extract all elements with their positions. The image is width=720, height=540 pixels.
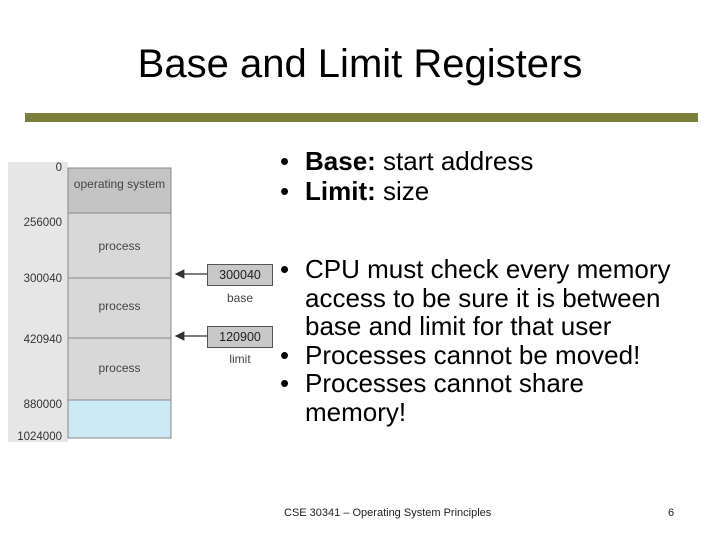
address-label: 300040 (23, 273, 62, 285)
address-label: 420940 (23, 334, 62, 346)
free-memory-segment (67, 399, 172, 439)
bullet-term: Base: (305, 146, 376, 176)
bullet-text: Processes cannot share memory! (305, 368, 584, 427)
limit-register-label: limit (229, 352, 251, 366)
bullet-item: • Processes cannot be moved! (280, 339, 695, 370)
page-number: 6 (668, 507, 675, 519)
process-segment-1 (67, 212, 172, 279)
bullet-item: • Processes cannot share memory! (280, 369, 665, 426)
process-label: process (98, 361, 141, 375)
title-rule (25, 113, 698, 122)
bullet-item: • CPU must check every memory access to … (280, 255, 695, 341)
process-label: process (98, 239, 141, 253)
memory-diagram-graphic (8, 162, 207, 442)
diagram-background (8, 162, 68, 442)
bullet-icon: • (280, 176, 290, 206)
memory-diagram: 0 256000 300040 420940 880000 1024000 op… (0, 150, 280, 450)
process-label: process (98, 299, 141, 313)
bullet-term: Limit: (305, 176, 376, 206)
detail-bullets: • CPU must check every memory access to … (280, 255, 695, 426)
limit-register-value: 120900 (207, 326, 273, 348)
slide-title: Base and Limit Registers (137, 42, 583, 86)
bullet-item: • Limit: size (280, 176, 533, 206)
bullet-item: • Base: start address (280, 146, 533, 176)
bullet-text: start address (375, 146, 534, 176)
bullet-text: size (375, 176, 430, 206)
bullet-text: CPU must check every memory access to be… (305, 254, 671, 341)
base-register-value: 300040 (207, 264, 273, 286)
process-segment-2 (67, 277, 172, 339)
bullet-icon: • (280, 146, 290, 176)
address-label: 1024000 (17, 431, 62, 443)
slide-footer: CSE 30341 – Operating System Principles (284, 507, 492, 519)
bullet-icon: • (280, 368, 290, 398)
address-label: 0 (55, 162, 62, 174)
os-segment-label: operating system (73, 177, 166, 191)
address-label: 256000 (23, 217, 62, 229)
os-segment (67, 167, 172, 214)
definition-bullets: • Base: start address • Limit: size (280, 146, 533, 206)
address-label: 880000 (23, 399, 62, 411)
bullet-icon: • (280, 254, 290, 284)
base-register-label: base (226, 291, 254, 305)
bullet-icon: • (280, 339, 290, 370)
bullet-text: Processes cannot be moved! (305, 339, 641, 370)
